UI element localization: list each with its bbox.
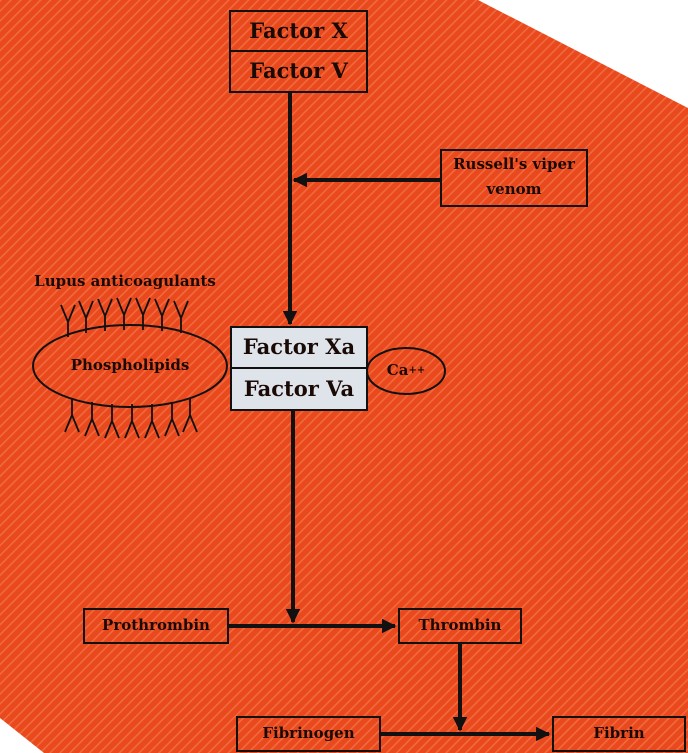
factor-x-v-box (229, 10, 368, 93)
factor-va-label: Factor Va (243, 375, 355, 401)
prothrombin-label: Prothrombin (102, 616, 210, 635)
factor-xa-label: Factor Xa (242, 334, 356, 360)
factor-xa-va-box (230, 326, 368, 411)
antibodies-bottom (64, 398, 198, 439)
calcium-symbol: Ca (386, 361, 409, 380)
fibrin-box-frame (552, 716, 686, 752)
phospholipids-ellipse (32, 324, 228, 408)
venom-label-line2: venom (486, 180, 542, 199)
antibodies-top (60, 297, 189, 337)
calcium-label: Ca++ (368, 358, 444, 384)
calcium-ellipse (366, 347, 446, 395)
factor-x-label: Factor X (249, 17, 348, 43)
phospholipids-label: Phospholipids (70, 356, 190, 375)
venom-label-line1: Russell's viper (453, 155, 575, 174)
lupus-anticoagulants-label: Lupus anticoagulants (34, 272, 216, 291)
fibrin-label: Fibrin (593, 724, 645, 743)
calcium-charge: ++ (408, 364, 426, 376)
fibrinogen-label: Fibrinogen (262, 724, 355, 743)
factor-v-label: Factor V (249, 58, 348, 84)
thrombin-label: Thrombin (418, 616, 502, 635)
